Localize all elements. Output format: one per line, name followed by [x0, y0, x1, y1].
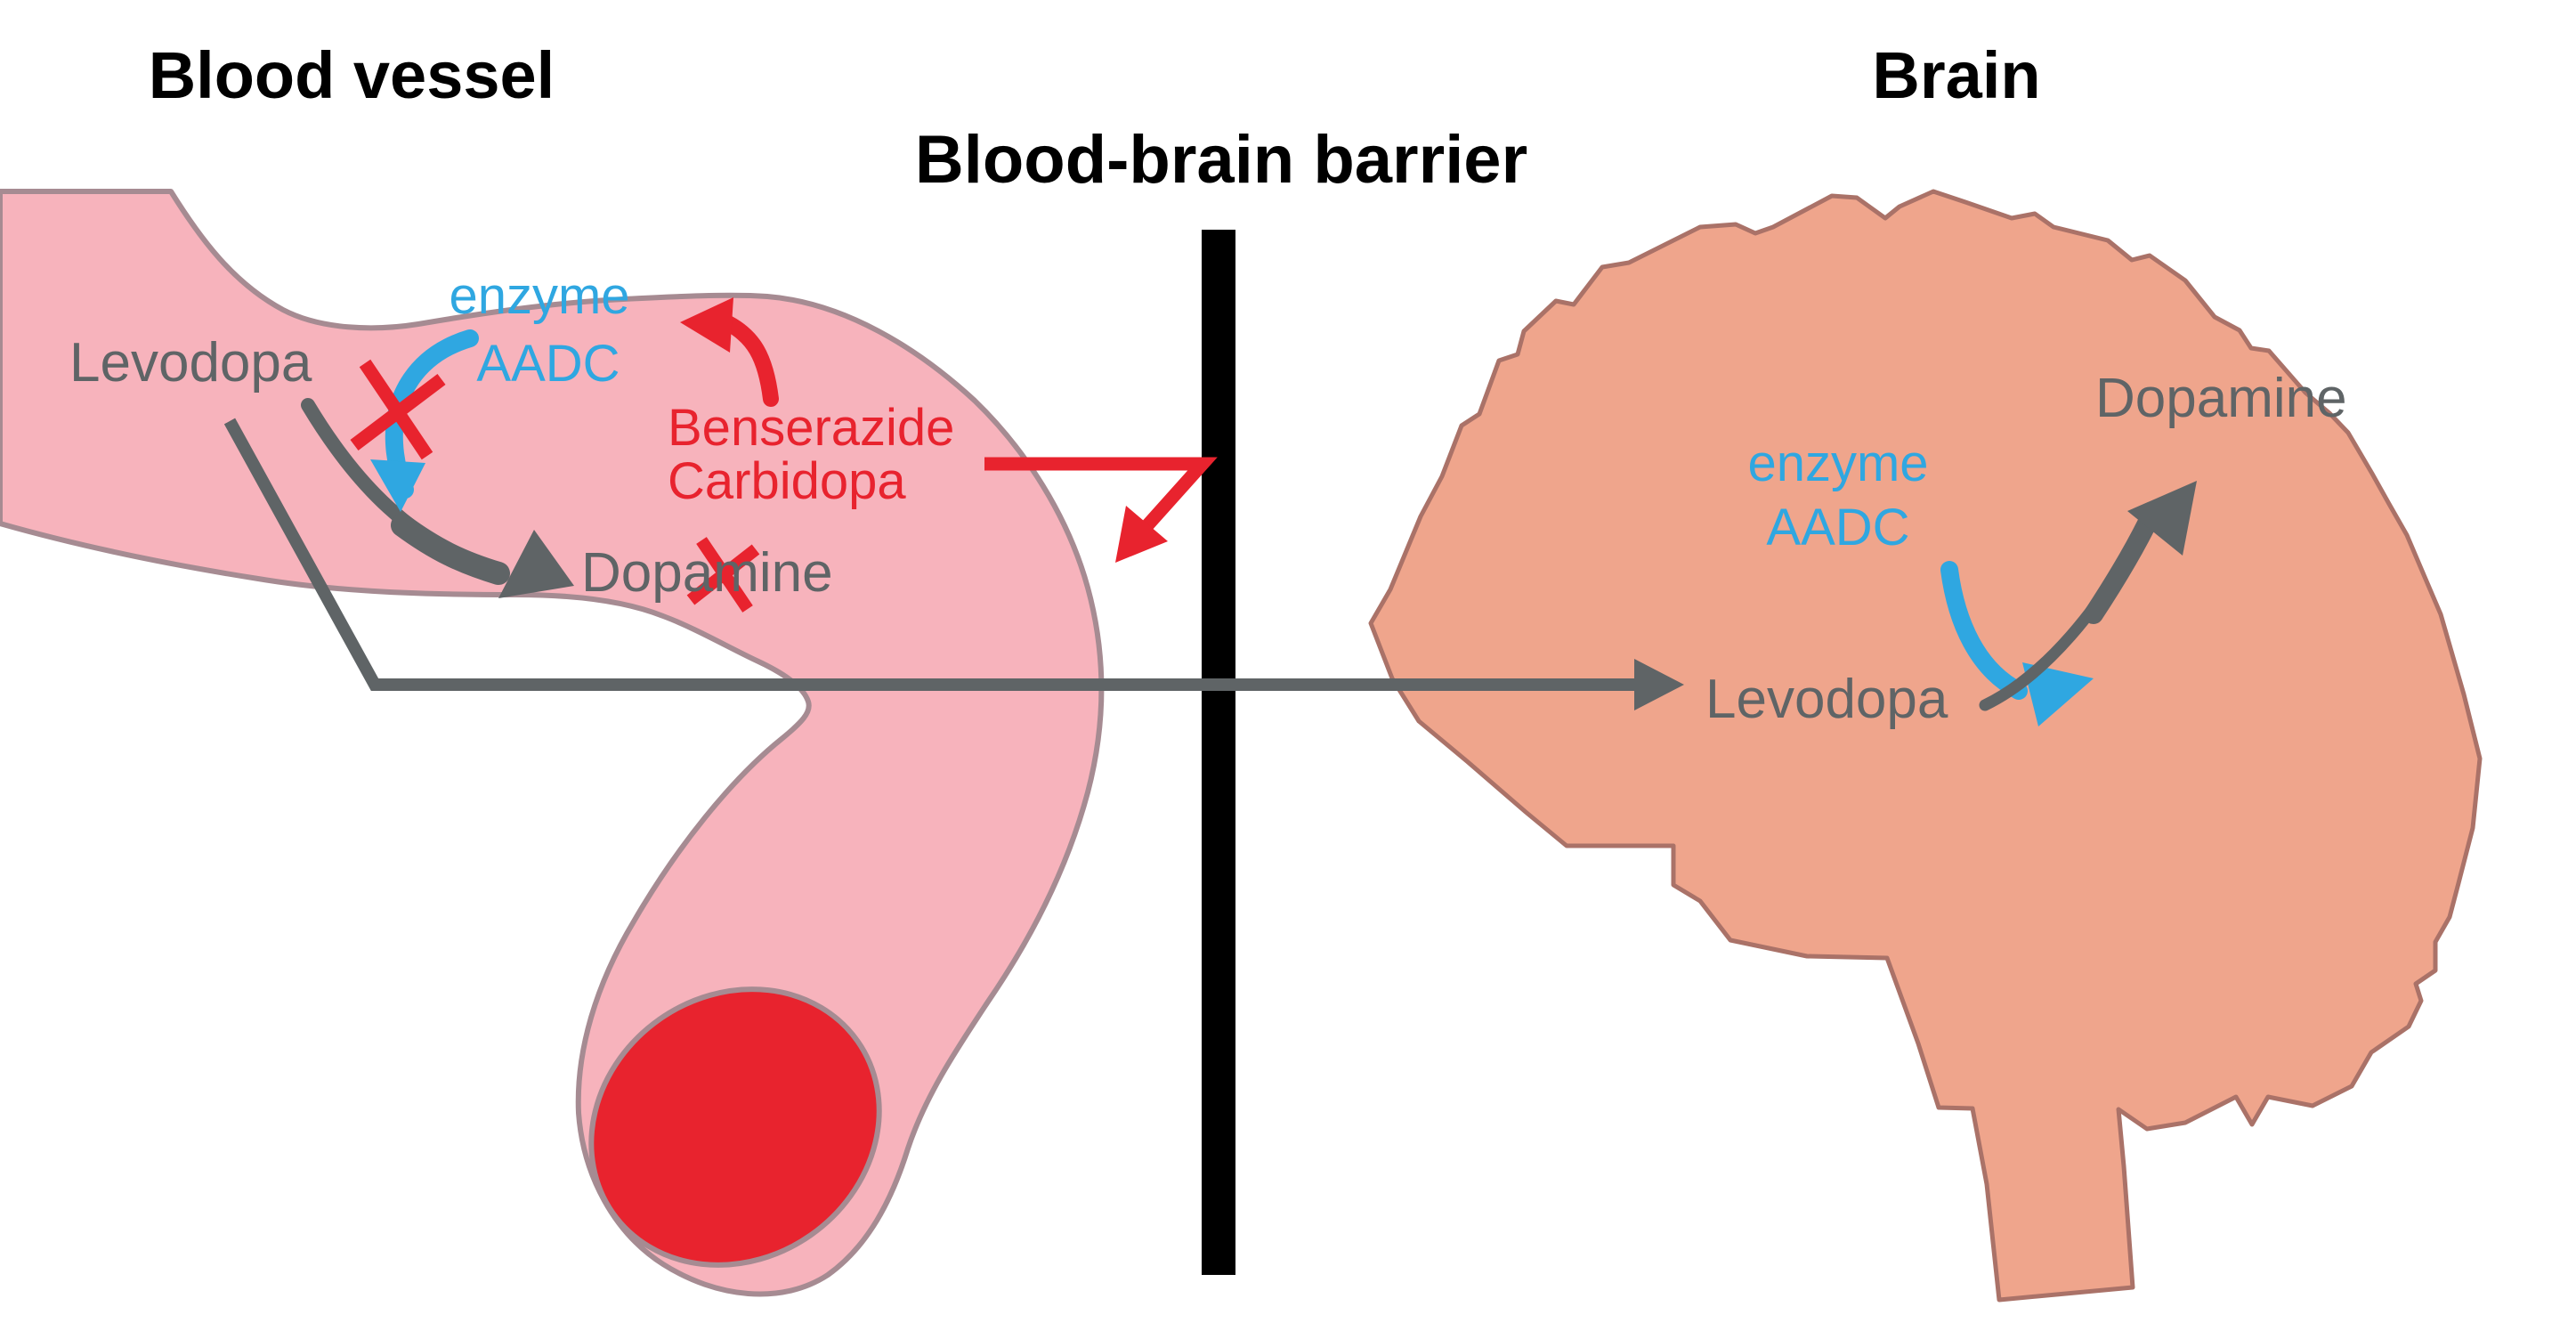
levodopa-to-dopamine-arrow-vessel [301, 398, 574, 598]
title-blood-brain-barrier: Blood-brain barrier [915, 122, 1527, 198]
arrowhead-downright-icon [498, 530, 574, 598]
arrowhead-upright-icon [2127, 481, 2197, 556]
inhibitor-to-aadc-arrow [680, 297, 779, 407]
aadc-conversion-arrow-brain [1940, 561, 2094, 726]
label-enzyme-brain: enzyme [1747, 434, 1928, 492]
arrowhead-down-icon [370, 459, 425, 512]
inhibitor-blocked-at-barrier-arrow [984, 457, 1218, 563]
arrowhead-downleft-icon [1115, 506, 1168, 563]
label-aadc-brain: AADC [1766, 499, 1909, 556]
levodopa-transport-arrow [223, 418, 1684, 710]
blood-cross-section [588, 986, 882, 1268]
label-carbidopa: Carbidopa [668, 452, 906, 510]
title-brain: Brain [1872, 38, 2040, 112]
blood-brain-barrier-bar [1202, 230, 1235, 1275]
inhibition-x-on-aadc-icon [350, 359, 446, 460]
label-dopamine-vessel: Dopamine [581, 542, 833, 604]
label-benserazide: Benserazide [668, 399, 954, 457]
arrowhead-right-up-icon [2022, 662, 2094, 726]
title-blood-vessel: Blood vessel [149, 38, 555, 112]
label-dopamine-brain: Dopamine [2095, 368, 2347, 429]
no-dopamine-x-icon [686, 537, 760, 613]
label-enzyme-vessel: enzyme [449, 267, 629, 325]
brain-shape [1368, 189, 2483, 1303]
label-levodopa-brain: Levodopa [1705, 669, 1948, 730]
label-levodopa-vessel: Levodopa [69, 332, 312, 394]
arrowhead-right-icon [1634, 659, 1684, 710]
label-aadc-vessel: AADC [476, 335, 620, 393]
arrowhead-left-icon [680, 297, 733, 353]
levodopa-to-dopamine-arrow-brain [1979, 481, 2197, 711]
aadc-conversion-arrow-vessel [370, 329, 479, 512]
